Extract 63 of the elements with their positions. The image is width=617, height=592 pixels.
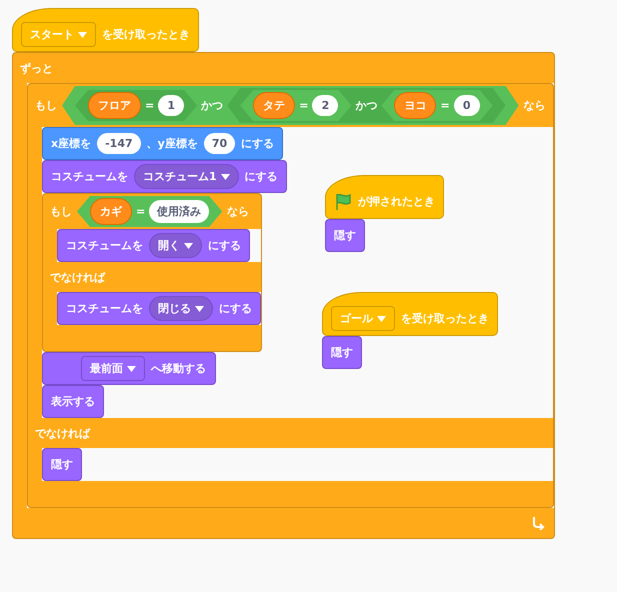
dropdown-label: 最前面: [90, 361, 123, 376]
command-block: [42, 448, 82, 481]
variable-reporter: フロア: [88, 92, 141, 119]
input-field: 70: [204, 133, 236, 154]
event-hat-block: [12, 8, 199, 52]
block-label: を受け取ったとき: [401, 311, 489, 326]
block-label: でなければ: [50, 270, 105, 284]
command-block: [42, 352, 216, 385]
dropdown-label: スタート: [30, 27, 74, 42]
input-field: 使用済み: [149, 200, 210, 223]
block-label: =: [440, 99, 450, 112]
variable-reporter: タテ: [253, 92, 296, 119]
block-label: かつ: [201, 98, 224, 113]
block-label: が押されたとき: [358, 194, 435, 209]
command-block: [57, 229, 250, 262]
block-label: コスチュームを: [51, 169, 128, 184]
block-label: 隠す: [331, 345, 353, 360]
input-field: 2: [312, 95, 338, 116]
dropdown-label: ゴール: [340, 311, 373, 326]
block-label: 隠す: [51, 457, 73, 472]
input-field: 1: [158, 95, 184, 116]
dropdown-menu: [149, 296, 213, 321]
block-label: x座標を: [51, 136, 92, 151]
if-else-block: [42, 193, 262, 352]
dropdown-menu: [149, 233, 202, 258]
input-field: -147: [97, 133, 141, 154]
block-label: コスチュームを: [66, 238, 143, 253]
variable-reporter: カギ: [90, 198, 132, 225]
block-label: へ移動する: [151, 361, 206, 376]
block-label: かつ: [355, 98, 378, 113]
block-label: ずっと: [20, 60, 53, 76]
block-label: にする: [241, 136, 274, 151]
dropdown-label: 閉じる: [158, 301, 191, 316]
input-field: 0: [454, 95, 480, 116]
block-label: もし: [35, 98, 57, 113]
block-label: コスチュームを: [66, 301, 143, 316]
command-block: [42, 160, 287, 193]
if-else-block: [27, 83, 554, 508]
block-label: もし: [50, 204, 72, 219]
block-label: =: [136, 205, 146, 218]
block-label: にする: [244, 169, 278, 184]
dropdown-label: 開く: [158, 238, 180, 253]
block-label: にする: [219, 301, 252, 316]
variable-reporter: ヨコ: [394, 92, 436, 119]
block-label: にする: [208, 238, 241, 253]
block-label: 、y座標を: [146, 136, 198, 151]
block-label: =: [145, 99, 154, 112]
block-label: なら: [524, 98, 546, 113]
block-label: =: [299, 99, 308, 112]
block-label: を受け取ったとき: [102, 27, 190, 42]
block-label: 表示する: [51, 394, 95, 409]
block-label: 隠す: [334, 228, 356, 243]
dropdown-label: コスチューム1: [143, 169, 217, 184]
dropdown-menu: [21, 22, 96, 47]
command-block: [42, 385, 104, 418]
dropdown-menu: [134, 164, 239, 189]
command-block: [42, 127, 284, 160]
block-label: なら: [227, 204, 250, 219]
forever-loop-block: [12, 52, 555, 539]
block-label: でなければ: [35, 426, 90, 440]
command-block: [57, 292, 261, 325]
dropdown-menu: [81, 356, 145, 381]
dropdown-menu: [331, 306, 395, 331]
